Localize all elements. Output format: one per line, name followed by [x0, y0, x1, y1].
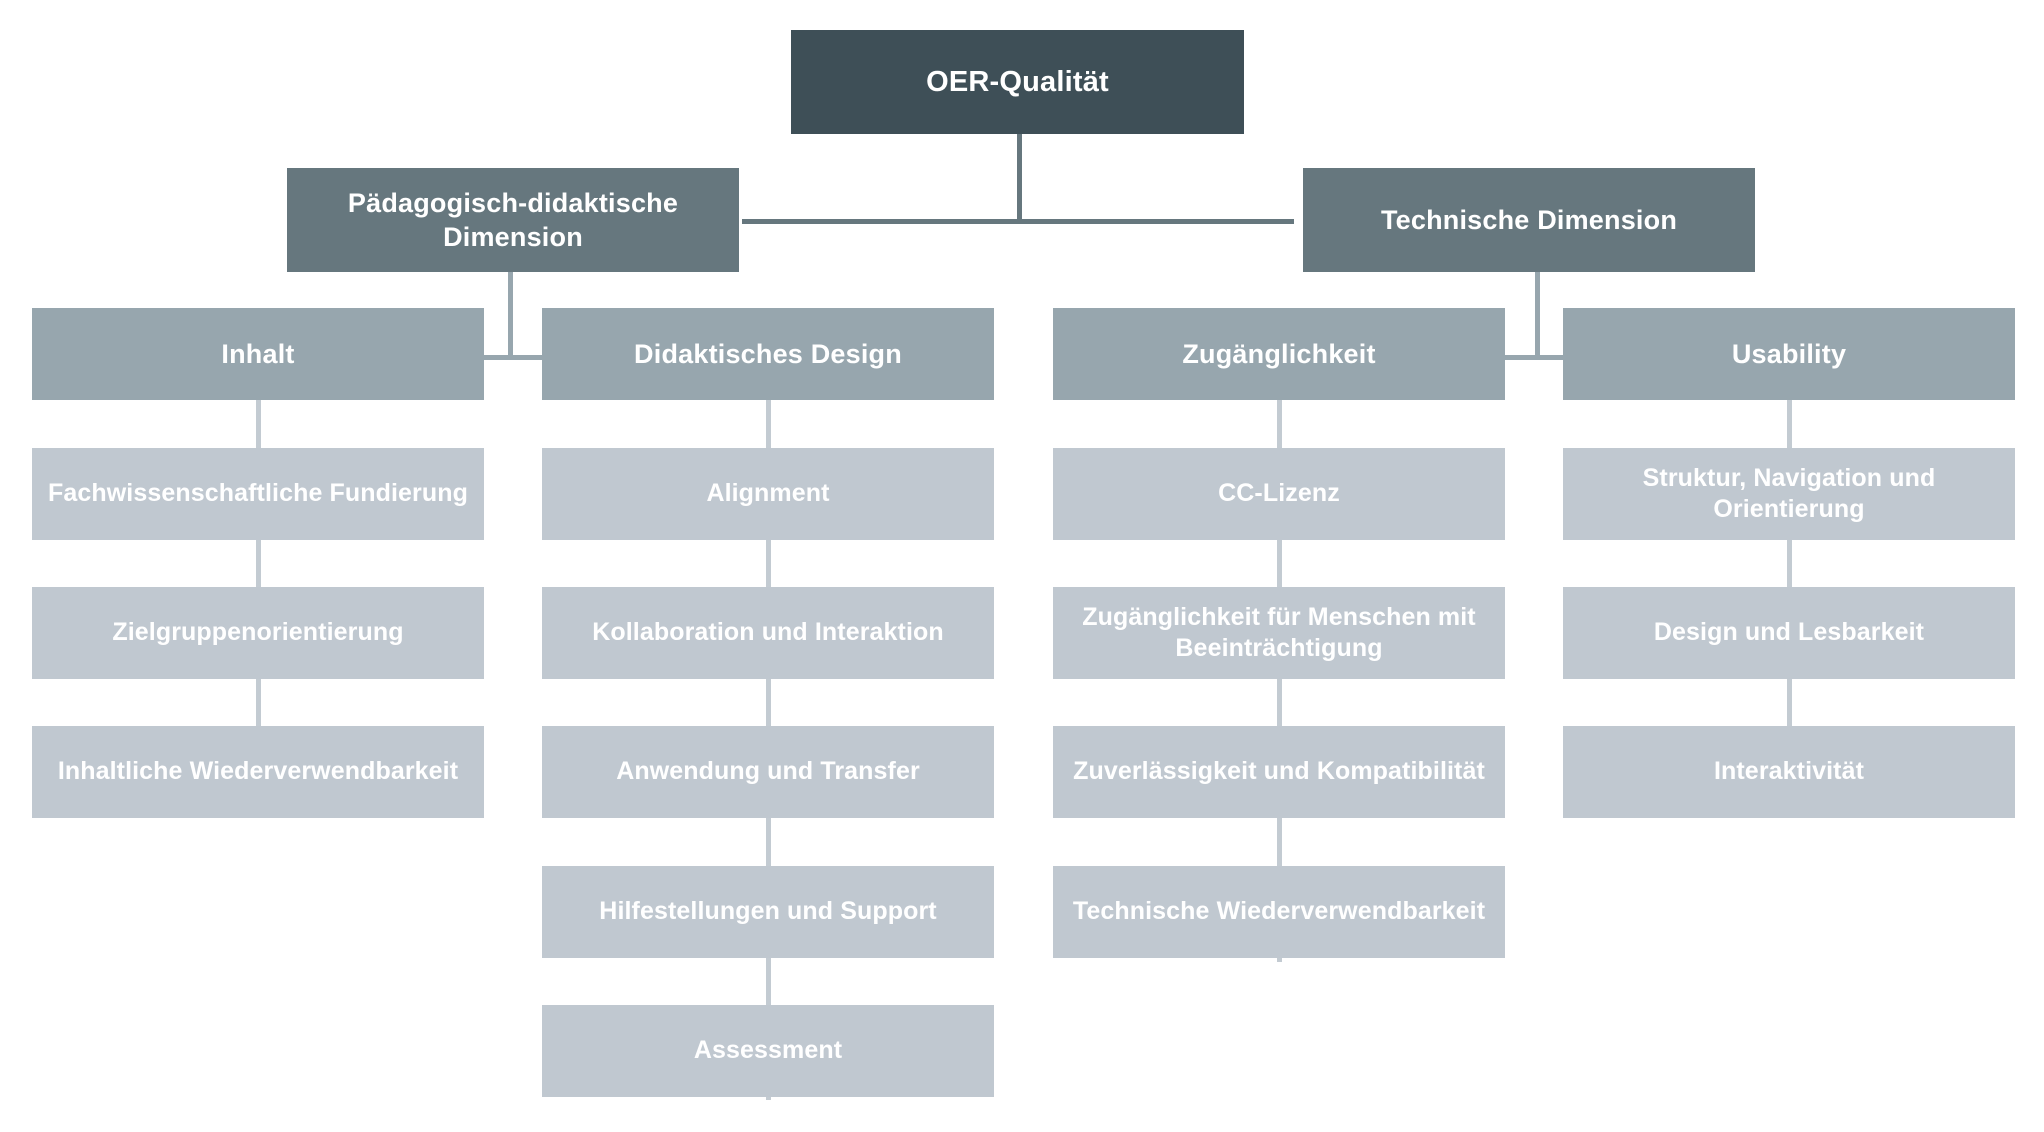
leaf-zielgruppenorientierung[interactable]: Zielgruppenorientierung [32, 587, 484, 679]
node-category-zugaenglichkeit[interactable]: Zugänglichkeit [1053, 308, 1505, 400]
leaf-label: Hilfestellungen und Support [599, 897, 937, 926]
node-root-oer-qualitaet[interactable]: OER-Qualität [791, 30, 1244, 134]
leaf-label: Zugänglichkeit für Menschen mit Beeinträ… [1082, 602, 1476, 663]
leaf-design-und-lesbarkeit[interactable]: Design und Lesbarkeit [1563, 587, 2015, 679]
connector-spine-zugaenglichkeit [1277, 400, 1282, 962]
leaf-hilfestellungen-und-support[interactable]: Hilfestellungen und Support [542, 866, 994, 958]
connector-right-dimension-stem [1535, 272, 1540, 358]
node-category-didaktisches-design[interactable]: Didaktisches Design [542, 308, 994, 400]
leaf-alignment[interactable]: Alignment [542, 448, 994, 540]
connector-right-categories-bar [1280, 355, 1792, 360]
connector-root-stem [1017, 134, 1022, 222]
node-category-label: Inhalt [221, 338, 295, 369]
leaf-label: Struktur, Navigation und Orientierung [1642, 463, 1936, 524]
leaf-label: Alignment [706, 479, 830, 508]
leaf-label: Anwendung und Transfer [616, 757, 920, 786]
leaf-inhaltliche-wiederverwendbarkeit[interactable]: Inhaltliche Wiederverwendbarkeit [32, 726, 484, 818]
leaf-label: Kollaboration und Interaktion [592, 618, 944, 647]
leaf-assessment[interactable]: Assessment [542, 1005, 994, 1097]
leaf-label: Technische Wiederverwendbarkeit [1072, 897, 1486, 926]
leaf-label: Zuverlässigkeit und Kompatibilität [1073, 757, 1485, 786]
node-category-label: Didaktisches Design [634, 338, 902, 369]
node-dimension-label: Technische Dimension [1380, 204, 1678, 235]
leaf-zuverlaessigkeit-und-kompatibilitaet[interactable]: Zuverlässigkeit und Kompatibilität [1053, 726, 1505, 818]
node-dimension-paedagogisch-didaktische[interactable]: Pädagogisch-didaktische Dimension [287, 168, 739, 272]
leaf-label: CC-Lizenz [1218, 479, 1340, 508]
connector-left-dimension-stem [508, 272, 513, 358]
node-dimension-label: Pädagogisch-didaktische Dimension [347, 187, 679, 252]
connector-left-categories-bar [256, 355, 766, 360]
leaf-struktur-navigation-und-orientierung[interactable]: Struktur, Navigation und Orientierung [1563, 448, 2015, 540]
node-category-inhalt[interactable]: Inhalt [32, 308, 484, 400]
node-category-label: Zugänglichkeit [1182, 338, 1376, 369]
leaf-anwendung-und-transfer[interactable]: Anwendung und Transfer [542, 726, 994, 818]
leaf-zugaenglichkeit-fuer-menschen-mit-beeintraechtigung[interactable]: Zugänglichkeit für Menschen mit Beeinträ… [1053, 587, 1505, 679]
node-category-label: Usability [1731, 338, 1847, 369]
leaf-kollaboration-und-interaktion[interactable]: Kollaboration und Interaktion [542, 587, 994, 679]
leaf-interaktivitaet[interactable]: Interaktivität [1563, 726, 2015, 818]
leaf-technische-wiederverwendbarkeit[interactable]: Technische Wiederverwendbarkeit [1053, 866, 1505, 958]
leaf-label: Assessment [693, 1036, 843, 1065]
node-dimension-technische[interactable]: Technische Dimension [1303, 168, 1755, 272]
leaf-fachwissenschaftliche-fundierung[interactable]: Fachwissenschaftliche Fundierung [32, 448, 484, 540]
node-root-label: OER-Qualität [926, 65, 1109, 98]
leaf-label: Fachwissenschaftliche Fundierung [48, 479, 468, 508]
leaf-cc-lizenz[interactable]: CC-Lizenz [1053, 448, 1505, 540]
node-category-usability[interactable]: Usability [1563, 308, 2015, 400]
leaf-label: Inhaltliche Wiederverwendbarkeit [57, 757, 459, 786]
leaf-label: Design und Lesbarkeit [1653, 618, 1925, 647]
connector-dimensions-bar [742, 219, 1294, 224]
leaf-label: Zielgruppenorientierung [112, 618, 404, 647]
leaf-label: Interaktivität [1713, 757, 1865, 786]
